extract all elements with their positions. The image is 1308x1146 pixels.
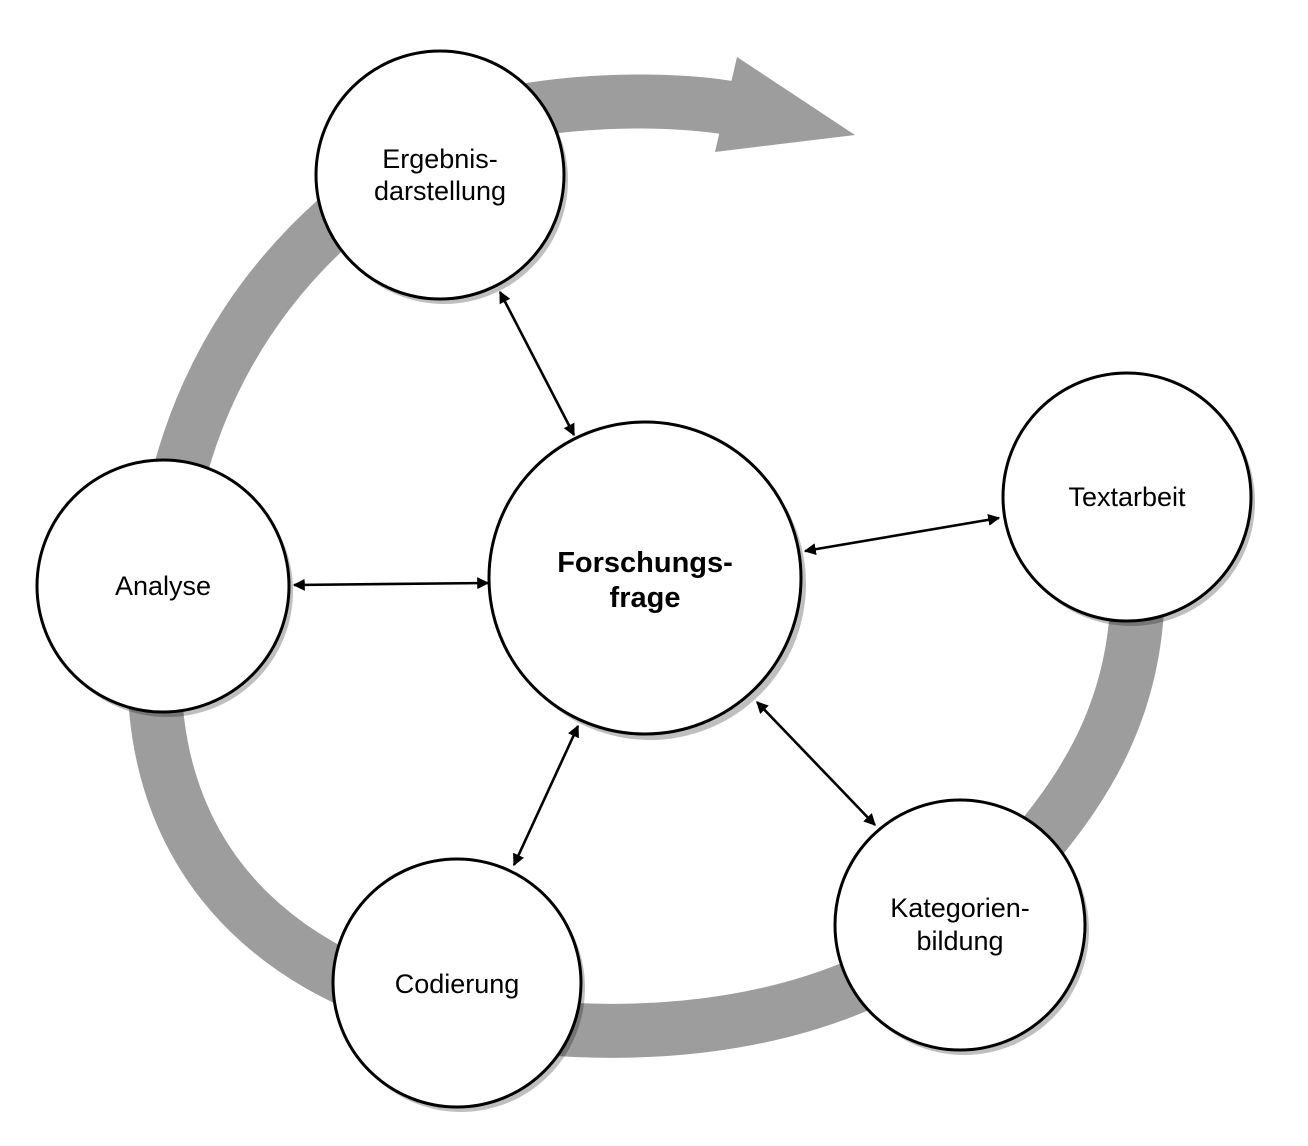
connector-kategorien-center bbox=[756, 701, 876, 826]
node-label-line1: Codierung bbox=[395, 969, 520, 999]
node-label-line2: bildung bbox=[916, 926, 1003, 956]
connector-analyse-center bbox=[292, 577, 490, 591]
cycle-arrowhead bbox=[715, 57, 855, 152]
center-label-line2: frage bbox=[610, 582, 681, 614]
connector-codierung-center bbox=[512, 724, 580, 867]
node-label-line1: Textarbeit bbox=[1068, 482, 1186, 512]
connector-ergebnis-center bbox=[498, 290, 576, 437]
node-label-line2: darstellung bbox=[374, 176, 506, 206]
node-ergebnisdarstellung: Ergebnis- darstellung bbox=[314, 49, 568, 304]
node-circle bbox=[314, 49, 566, 301]
node-circle bbox=[35, 458, 291, 714]
connector-textarbeit-center bbox=[803, 513, 1001, 556]
node-label-line1: Ergebnis- bbox=[382, 144, 498, 174]
node-textarbeit: Textarbeit bbox=[1001, 371, 1255, 626]
node-codierung: Codierung bbox=[331, 857, 585, 1112]
node-label-line1: Analyse bbox=[115, 571, 211, 601]
node-circle-center bbox=[487, 420, 803, 736]
connectors bbox=[292, 290, 1001, 867]
center-label-line1: Forschungs- bbox=[557, 547, 733, 579]
node-circle bbox=[1001, 371, 1253, 623]
node-circle bbox=[833, 798, 1087, 1052]
node-kategorienbildung: Kategorien- bildung bbox=[833, 798, 1089, 1055]
node-analyse: Analyse bbox=[35, 458, 293, 717]
node-label-line1: Kategorien- bbox=[890, 893, 1030, 923]
node-forschungsfrage: Forschungs- frage bbox=[487, 420, 806, 740]
node-circle bbox=[331, 857, 583, 1109]
